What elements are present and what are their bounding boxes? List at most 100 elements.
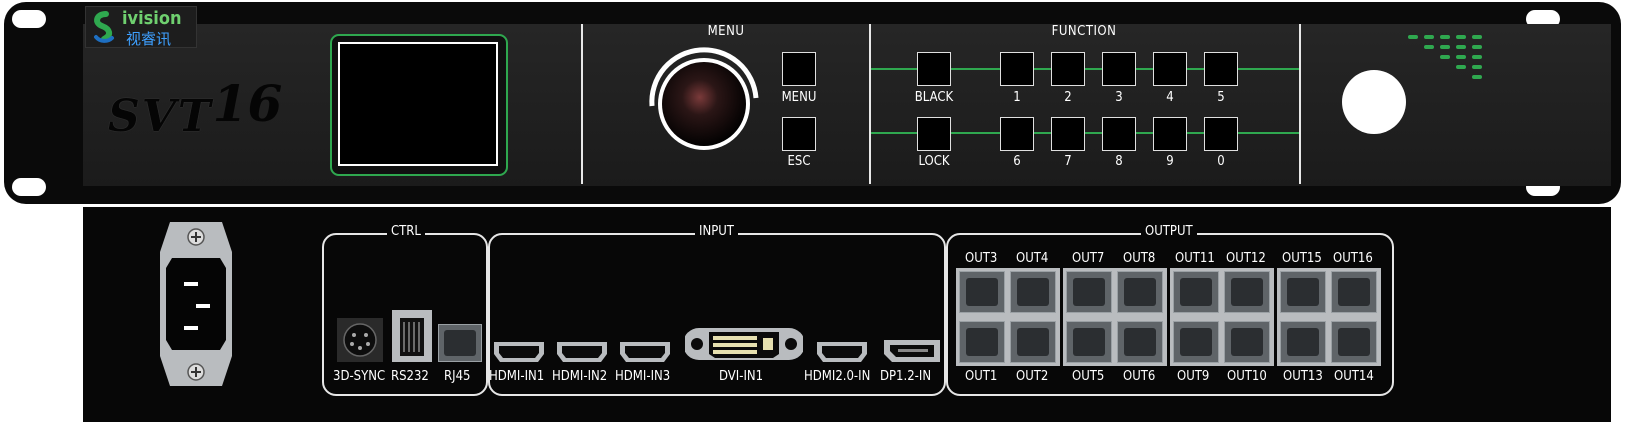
- key-2-label: 2: [1064, 90, 1072, 105]
- esc-button[interactable]: [782, 117, 816, 151]
- out9-label: OUT9: [1177, 369, 1210, 384]
- out3-label: OUT3: [965, 251, 998, 266]
- rack-ear-hole-top-left: [12, 10, 46, 28]
- divider-2: [869, 24, 871, 184]
- lcd-screen: [338, 42, 498, 166]
- out15-label: OUT15: [1282, 251, 1322, 266]
- out6-label: OUT6: [1123, 369, 1156, 384]
- menu-section-title: MENU: [707, 24, 745, 39]
- model-number: 16: [212, 74, 283, 133]
- brand-mark-icon: [94, 11, 114, 43]
- out1-port: [959, 321, 1005, 363]
- out11-label: OUT11: [1175, 251, 1215, 266]
- key-9-label: 9: [1166, 154, 1174, 169]
- key-0-label: 0: [1217, 154, 1225, 169]
- key-6-label: 6: [1013, 154, 1021, 169]
- vent-grille-icon: [1408, 35, 1482, 79]
- out2-label: OUT2: [1016, 369, 1049, 384]
- out5-label: OUT5: [1072, 369, 1105, 384]
- input-group-title: INPUT: [695, 224, 738, 239]
- rack-ear-hole-bottom-left: [12, 178, 46, 196]
- out16-port: [1331, 271, 1377, 313]
- rj45-ctrl-port: [438, 324, 482, 362]
- out4-port: [1010, 271, 1056, 313]
- key-4-label: 4: [1166, 90, 1174, 105]
- key-3-button[interactable]: [1102, 52, 1136, 86]
- out10-label: OUT10: [1227, 369, 1267, 384]
- key-7-label: 7: [1064, 154, 1072, 169]
- dvi-in1-port-icon: [685, 328, 803, 360]
- key-5-button[interactable]: [1204, 52, 1238, 86]
- menu-button[interactable]: [782, 52, 816, 86]
- output-group-title: OUTPUT: [1141, 224, 1197, 239]
- hdmi20-in-port-icon: [817, 342, 867, 362]
- brand-name: ivision: [122, 8, 182, 29]
- rs232-label: RS232: [391, 369, 429, 384]
- key-9-button[interactable]: [1153, 117, 1187, 151]
- menu-button-label: MENU: [781, 90, 817, 105]
- out9-port: [1173, 321, 1219, 363]
- key-3-label: 3: [1115, 90, 1123, 105]
- function-row1-line: [871, 68, 1299, 70]
- key-4-button[interactable]: [1153, 52, 1187, 86]
- out5-port: [1066, 321, 1112, 363]
- out14-port: [1331, 321, 1377, 363]
- function-section-title: FUNCTION: [1051, 24, 1117, 39]
- out12-port: [1224, 271, 1270, 313]
- rack-ear-hole-top-right: [1526, 10, 1560, 28]
- divider-3: [1299, 24, 1301, 184]
- out12-label: OUT12: [1226, 251, 1266, 266]
- menu-knob[interactable]: [640, 42, 766, 160]
- model-prefix: SVT: [108, 91, 213, 142]
- function-row2-line: [871, 132, 1299, 134]
- out8-port: [1117, 271, 1163, 313]
- hdmi-in3-port-icon: [620, 342, 670, 362]
- hdmi20-in-label: HDMI2.0-IN: [804, 369, 871, 384]
- key-2-button[interactable]: [1051, 52, 1085, 86]
- lock-button[interactable]: [917, 117, 951, 151]
- out4-label: OUT4: [1016, 251, 1049, 266]
- lock-button-label: LOCK: [918, 154, 950, 169]
- out3-port: [959, 271, 1005, 313]
- key-8-label: 8: [1115, 154, 1123, 169]
- key-0-button[interactable]: [1204, 117, 1238, 151]
- out1-label: OUT1: [965, 369, 998, 384]
- hdmi-in1-label: HDMI-IN1: [489, 369, 545, 384]
- out16-label: OUT16: [1333, 251, 1373, 266]
- out7-label: OUT7: [1072, 251, 1105, 266]
- black-button-label: BLACK: [914, 90, 954, 105]
- out2-port: [1010, 321, 1056, 363]
- out8-label: OUT8: [1123, 251, 1156, 266]
- dvi-in1-label: DVI-IN1: [719, 369, 764, 384]
- out15-port: [1280, 271, 1326, 313]
- key-8-button[interactable]: [1102, 117, 1136, 151]
- 3d-sync-port-icon: [337, 318, 383, 362]
- lcd-bezel: [330, 34, 508, 176]
- power-button[interactable]: [1342, 70, 1406, 134]
- hdmi-in2-label: HDMI-IN2: [552, 369, 608, 384]
- esc-button-label: ESC: [787, 154, 811, 169]
- key-7-button[interactable]: [1051, 117, 1085, 151]
- out6-port: [1117, 321, 1163, 363]
- hdmi-in1-port-icon: [494, 342, 544, 362]
- brand-name-cn: 视睿讯: [126, 30, 172, 48]
- out14-label: OUT14: [1334, 369, 1374, 384]
- hdmi-in2-port-icon: [557, 342, 607, 362]
- key-5-label: 5: [1217, 90, 1225, 105]
- rs232-port-icon: [392, 310, 432, 362]
- key-1-button[interactable]: [1000, 52, 1034, 86]
- out13-port: [1280, 321, 1326, 363]
- out11-port: [1173, 271, 1219, 313]
- ctrl-group-title: CTRL: [387, 224, 425, 239]
- black-button[interactable]: [917, 52, 951, 86]
- dp12-in-label: DP1.2-IN: [880, 369, 932, 384]
- key-1-label: 1: [1013, 90, 1021, 105]
- dp12-in-port-icon: [884, 340, 940, 362]
- 3d-sync-label: 3D-SYNC: [333, 369, 386, 384]
- power-inlet-icon: [160, 222, 232, 386]
- model-label: SVT16: [108, 74, 282, 143]
- brand-logo: ivision 视睿讯: [85, 6, 197, 48]
- out10-port: [1224, 321, 1270, 363]
- key-6-button[interactable]: [1000, 117, 1034, 151]
- divider-1: [581, 24, 583, 184]
